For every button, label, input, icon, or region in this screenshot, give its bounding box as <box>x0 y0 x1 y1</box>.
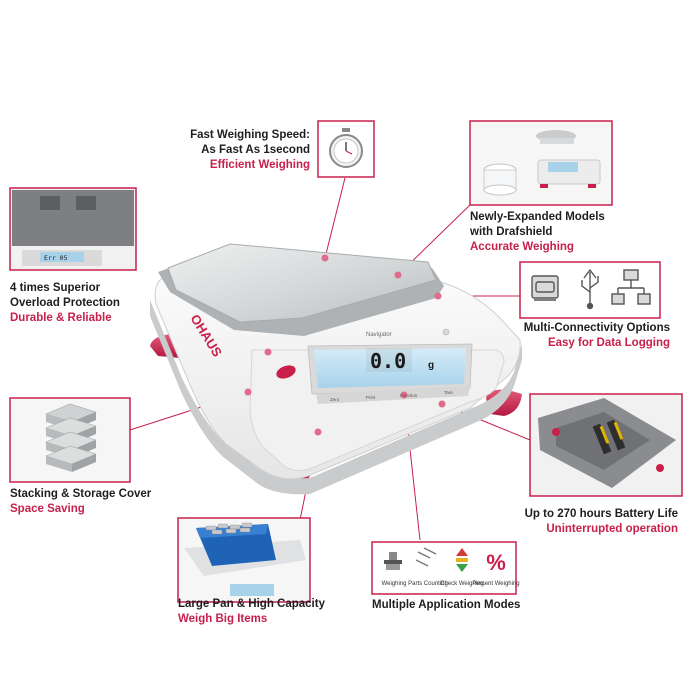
callout-speed-line2: As Fast As 1second <box>201 144 310 156</box>
svg-text:%: % <box>486 550 506 575</box>
callout-battery-accent: Uninterrupted operation <box>546 523 678 535</box>
key-tare: Tare <box>444 390 453 395</box>
mode-label-weighing: Weighing <box>382 581 407 587</box>
application-mode-icons: % Weighing Parts Counting Check Weighing… <box>382 547 520 587</box>
connectivity-icons <box>531 268 651 310</box>
callout-speed-accent: Efficient Weighing <box>209 159 310 171</box>
callout-pan-line1: Large Pan & High Capacity <box>178 598 325 610</box>
percent-weighing-icon: % <box>486 550 506 575</box>
callout-connect-line1: Multi-Connectivity Options <box>523 322 670 334</box>
callout-pan-accent: Weigh Big Items <box>178 613 268 625</box>
callout-overload-accent: Durable & Reliable <box>10 312 112 324</box>
key-function: Function <box>400 393 418 398</box>
keypad-labels: Zero Print Function Tare <box>330 390 453 402</box>
lcd-display <box>307 343 473 395</box>
overload-block-thumbnail: Err 05 <box>12 190 134 266</box>
usb-icon <box>581 268 599 310</box>
callout-modes-title: Multiple Application Modes <box>372 599 521 611</box>
callout-drafts-accent: Accurate Weighing <box>470 241 574 253</box>
draftshield-scale-thumbnail <box>483 130 601 196</box>
weighing-mode-icon <box>384 552 402 570</box>
callout-connect-accent: Easy for Data Logging <box>547 337 670 349</box>
callout-drafts-line2: with Drafshield <box>470 226 553 238</box>
lcd-reading: 0.0 <box>370 349 406 373</box>
callout-connectivity: Multi-Connectivity Options Easy for Data… <box>470 321 670 351</box>
callout-stacking-line1: Stacking & Storage Cover <box>10 488 152 500</box>
callout-overload: 4 times Superior Overload Protection Dur… <box>10 281 170 326</box>
ethernet-network-icon <box>611 269 651 305</box>
callout-fast-weighing: Fast Weighing Speed: As Fast As 1second … <box>150 128 310 173</box>
check-weighing-icon <box>456 548 468 572</box>
callout-stacking: Stacking & Storage Cover Space Saving <box>10 487 190 517</box>
keypad-strip <box>316 386 470 404</box>
callout-dots <box>244 254 446 436</box>
battery-compartment-thumbnail <box>538 398 676 488</box>
lcd-unit: g <box>428 360 434 371</box>
mode-label-parts-counting: Parts Counting <box>408 581 448 587</box>
stacked-scales-thumbnail <box>45 403 97 472</box>
callout-stacking-accent: Space Saving <box>10 503 85 515</box>
parts-counting-icon <box>415 547 437 567</box>
callout-overload-line2: Overload Protection <box>10 297 120 309</box>
stopwatch-icon <box>329 128 363 168</box>
mode-label-check-weighing: Check Weighing <box>440 581 484 587</box>
callout-battery-line1: Up to 270 hours Battery Life <box>524 508 678 520</box>
callout-battery: Up to 270 hours Battery Life Uninterrupt… <box>470 507 678 537</box>
callout-draftshield: Newly-Expanded Models with Drafshield Ac… <box>470 210 670 255</box>
key-print: Print <box>366 395 376 400</box>
callout-application-modes: Multiple Application Modes <box>372 598 572 613</box>
key-zero: Zero <box>330 397 340 402</box>
weighing-pan <box>158 243 444 336</box>
model-name-label: Navigator <box>366 332 392 338</box>
callout-drafts-line1: Newly-Expanded Models <box>470 211 605 223</box>
large-pan-bin-thumbnail <box>184 522 306 596</box>
rs232-port-icon <box>531 275 559 301</box>
callout-speed-line1: Fast Weighing Speed: <box>190 129 310 141</box>
callout-large-pan: Large Pan & High Capacity Weigh Big Item… <box>178 597 358 627</box>
mode-label-percent-weighing: Percent Weighing <box>472 581 519 587</box>
svg-text:Err 05: Err 05 <box>44 254 68 262</box>
callout-overload-line1: 4 times Superior <box>10 282 101 294</box>
